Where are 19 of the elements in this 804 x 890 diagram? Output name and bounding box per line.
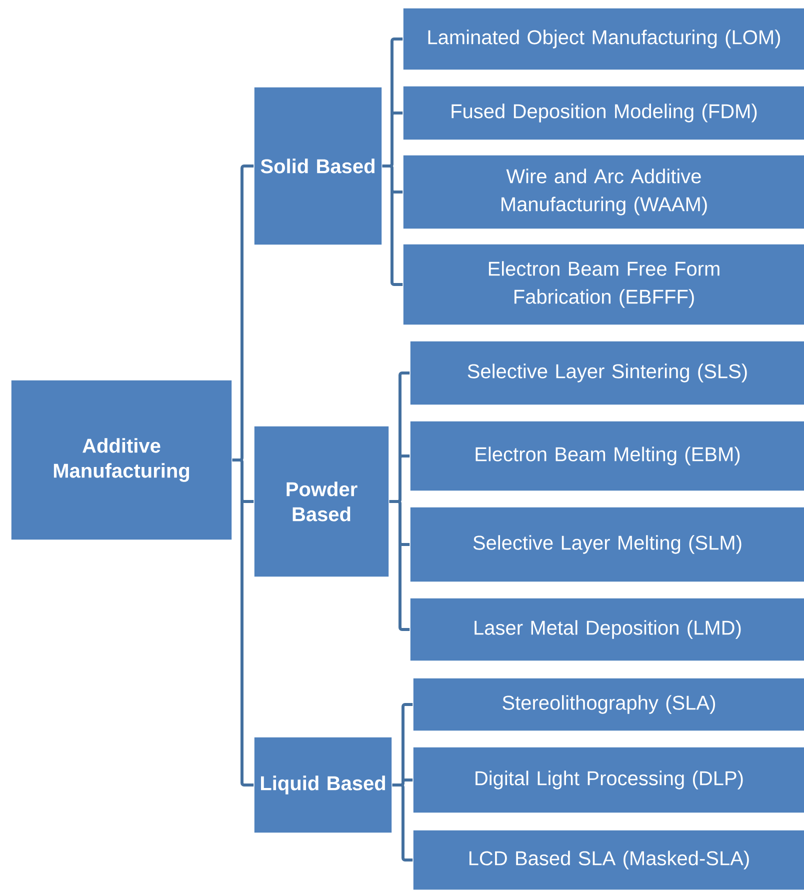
- process-box: Stereolithography (SLA): [412, 678, 804, 732]
- bracket-connector: [392, 784, 413, 862]
- process-box: LCD Based SLA (Masked-SLA): [412, 830, 804, 890]
- category-box: Powder Based: [254, 426, 390, 578]
- process-box: Selective Layer Melting (SLM): [410, 506, 804, 582]
- root-box: Additive Manufacturing: [10, 380, 232, 540]
- process-box: Digital Light Processing (DLP): [412, 746, 804, 814]
- bracket-connector: [232, 458, 254, 786]
- category-box: Liquid Based: [254, 736, 392, 834]
- bracket-connector: [382, 164, 403, 286]
- bracket-connector: [389, 500, 410, 631]
- process-box: Wire and Arc Additive Manufacturing (WAAM): [402, 154, 804, 230]
- process-box: Laminated Object Manufacturing (LOM): [402, 8, 804, 70]
- process-box: Electron Beam Melting (EBM): [410, 420, 804, 492]
- process-box: Laser Metal Deposition (LMD): [410, 598, 804, 662]
- process-box: Selective Layer Sintering (SLS): [410, 340, 804, 406]
- process-box: Fused Deposition Modeling (FDM): [402, 86, 804, 140]
- category-box: Solid Based: [254, 86, 382, 246]
- process-box: Electron Beam Free Form Fabrication (EBFFF): [402, 244, 804, 326]
